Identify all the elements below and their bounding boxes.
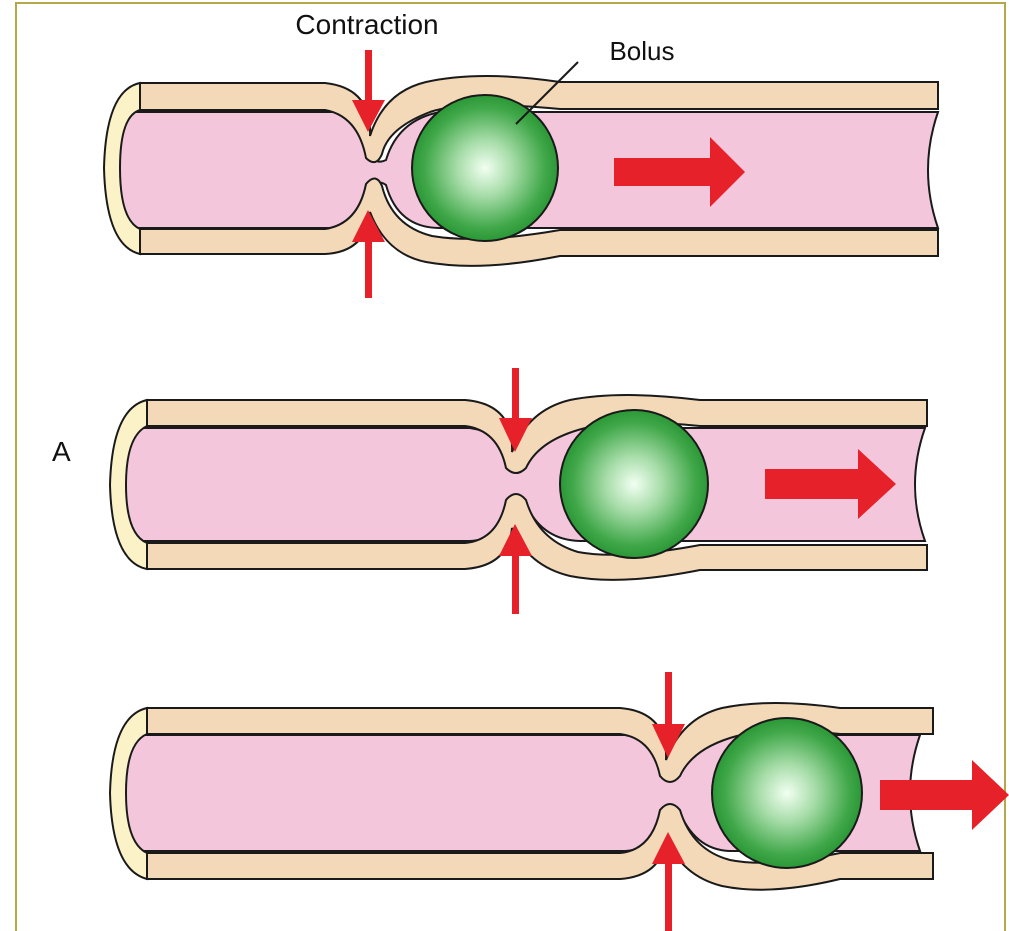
contraction-label: Contraction — [295, 9, 438, 40]
bolus-label: Bolus — [609, 36, 674, 66]
stage-1: Contraction Bolus — [104, 9, 938, 298]
bolus — [712, 718, 862, 868]
bolus — [560, 410, 708, 558]
bolus — [412, 95, 558, 241]
panel-label: A — [52, 436, 71, 467]
stage-2: A — [52, 368, 927, 614]
stage-3 — [110, 672, 1009, 931]
